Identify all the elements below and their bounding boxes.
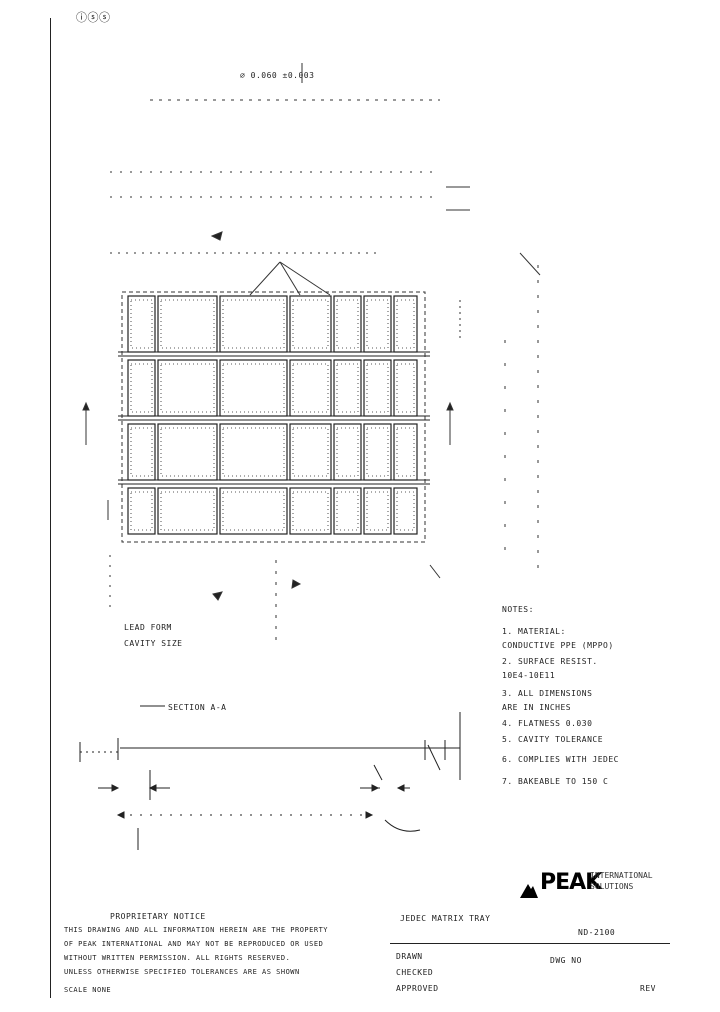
cavity-pocket xyxy=(222,363,285,413)
sheet-border-left xyxy=(50,18,51,998)
cavity-pocket xyxy=(222,491,285,531)
tray-cavity xyxy=(289,359,332,417)
tray-cavity xyxy=(333,423,362,481)
cavity-pocket xyxy=(160,491,215,531)
title-block: PROPRIETARY NOTICE THIS DRAWING AND ALL … xyxy=(50,905,670,1000)
tray-cavity xyxy=(363,295,392,353)
tray-cavity xyxy=(333,295,362,353)
cavity-pocket xyxy=(336,299,359,349)
tray-cavity xyxy=(219,487,288,535)
peak-mountain-icon xyxy=(520,884,538,898)
cavity-pocket xyxy=(366,363,389,413)
cavity-pocket xyxy=(396,299,415,349)
title-label: JEDEC MATRIX TRAY xyxy=(400,914,491,923)
cavity-pocket xyxy=(222,427,285,477)
peak-logo-tagline-1: INTERNATIONAL xyxy=(590,871,653,880)
tray-cavity xyxy=(157,423,218,481)
tray-cavity xyxy=(127,423,156,481)
tray-cavity xyxy=(219,359,288,417)
tray-cavity xyxy=(289,295,332,353)
tray-cavity xyxy=(289,423,332,481)
cavity-pocket xyxy=(336,363,359,413)
cavity-pocket xyxy=(366,299,389,349)
cavity-pocket xyxy=(366,491,389,531)
cavity-pocket xyxy=(336,427,359,477)
tray-drawing xyxy=(79,63,541,850)
cavity-pocket xyxy=(366,427,389,477)
disclaimer-line: OF PEAK INTERNATIONAL AND MAY NOT BE REP… xyxy=(64,940,324,948)
cavity-pocket xyxy=(396,491,415,531)
corner-mark: ⓘⓢⓢ xyxy=(76,11,111,24)
note-line: 1. MATERIAL: xyxy=(502,627,566,636)
note-line: 3. ALL DIMENSIONS xyxy=(502,689,593,698)
cavity-pocket xyxy=(160,427,215,477)
note-line: 7. BAKEABLE TO 150 C xyxy=(502,777,609,786)
note-line: 10E4-10E11 xyxy=(502,671,556,680)
note-line: 6. COMPLIES WITH JEDEC xyxy=(502,755,619,764)
note-line: 2. SURFACE RESIST. xyxy=(502,657,598,666)
peak-logo-text: PEAK xyxy=(540,870,602,895)
cavity-pocket xyxy=(160,299,215,349)
tray-cavity xyxy=(289,487,332,535)
approved-label: APPROVED xyxy=(396,984,439,993)
cavity-pocket xyxy=(292,299,329,349)
disclaimer-line: PROPRIETARY NOTICE xyxy=(110,912,206,921)
tray-cavity xyxy=(333,359,362,417)
tray-cavity xyxy=(393,359,418,417)
cavity-pocket xyxy=(222,299,285,349)
tray-cavity xyxy=(157,359,218,417)
cavity-pocket xyxy=(130,299,153,349)
cavity-pocket xyxy=(396,427,415,477)
tray-cavity xyxy=(127,295,156,353)
drawn-label: DRAWN xyxy=(396,952,423,961)
note-line: 4. FLATNESS 0.030 xyxy=(502,719,593,728)
notes-heading: NOTES: xyxy=(502,605,534,614)
rev-label: REV xyxy=(640,984,656,993)
disclaimer-line: WITHOUT WRITTEN PERMISSION. ALL RIGHTS R… xyxy=(64,954,291,962)
tray-cavity xyxy=(393,487,418,535)
tray-cavity xyxy=(393,295,418,353)
cavity-pocket xyxy=(130,427,153,477)
tray-cavity xyxy=(127,487,156,535)
top-callout: ⌀ 0.060 ±0.003 xyxy=(240,71,315,80)
label-cavity-size: CAVITY SIZE xyxy=(124,639,183,648)
tray-cavity xyxy=(363,359,392,417)
peak-logo-tagline-2: SOLUTIONS xyxy=(590,882,634,891)
note-line: 5. CAVITY TOLERANCE xyxy=(502,735,604,744)
scale-label: SCALE NONE xyxy=(64,986,112,994)
note-line: CONDUCTIVE PPE (MPPO) xyxy=(502,641,614,650)
section-title: SECTION A-A xyxy=(168,703,227,712)
title-block-divider xyxy=(390,943,670,944)
cavity-pocket xyxy=(130,363,153,413)
dwg-no-label: DWG NO xyxy=(550,956,582,965)
tray-cavity xyxy=(157,295,218,353)
tray-cavity xyxy=(219,295,288,353)
tray-cavity xyxy=(157,487,218,535)
tray-cavity xyxy=(219,423,288,481)
cavity-pocket xyxy=(130,491,153,531)
part-number: ND-2100 xyxy=(578,928,616,937)
checked-label: CHECKED xyxy=(396,968,434,977)
cavity-pocket xyxy=(396,363,415,413)
tray-cavity xyxy=(363,487,392,535)
label-lead-form: LEAD FORM xyxy=(124,623,172,632)
cavity-pocket xyxy=(336,491,359,531)
note-line: ARE IN INCHES xyxy=(502,703,572,712)
tray-cavity xyxy=(127,359,156,417)
cavity-pocket xyxy=(292,427,329,477)
cavity-pocket xyxy=(292,491,329,531)
tray-cavity xyxy=(333,487,362,535)
tray-cavity xyxy=(363,423,392,481)
tray-cavity xyxy=(393,423,418,481)
cavity-pocket xyxy=(160,363,215,413)
disclaimer-line: UNLESS OTHERWISE SPECIFIED TOLERANCES AR… xyxy=(64,968,300,976)
disclaimer-line: THIS DRAWING AND ALL INFORMATION HEREIN … xyxy=(64,926,329,934)
cavity-pocket xyxy=(292,363,329,413)
